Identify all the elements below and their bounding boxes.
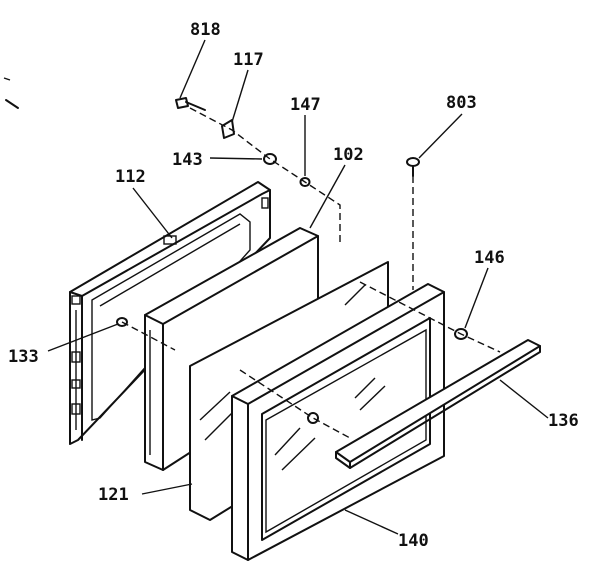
spacer-147: [299, 177, 311, 187]
outer-door-frame: [231, 283, 445, 561]
scan-mark: [5, 99, 19, 109]
callout-121: 121: [98, 485, 129, 505]
callout-143: 143: [172, 150, 203, 170]
callout-803: 803: [446, 93, 477, 113]
door-handle: [335, 339, 541, 469]
clip-117: [221, 119, 235, 139]
callout-112: 112: [115, 167, 146, 187]
screw-818: [175, 97, 206, 111]
inner-door-liner: [69, 181, 271, 445]
callout-117: 117: [233, 50, 264, 70]
spacer-133: [116, 317, 128, 327]
spacer-front: [307, 412, 319, 424]
callout-140: 140: [398, 531, 429, 551]
callout-147: 147: [290, 95, 321, 115]
callout-136: 136: [548, 411, 579, 431]
alignment-lines: [121, 107, 501, 439]
scan-mark: [3, 77, 11, 81]
screw-803: [406, 157, 420, 177]
washer-143: [263, 153, 277, 165]
leader-lines: [47, 39, 549, 535]
spacer-146: [454, 328, 468, 340]
callout-818: 818: [190, 20, 221, 40]
callout-146: 146: [474, 248, 505, 268]
callout-133: 133: [8, 347, 39, 367]
callout-102: 102: [333, 145, 364, 165]
